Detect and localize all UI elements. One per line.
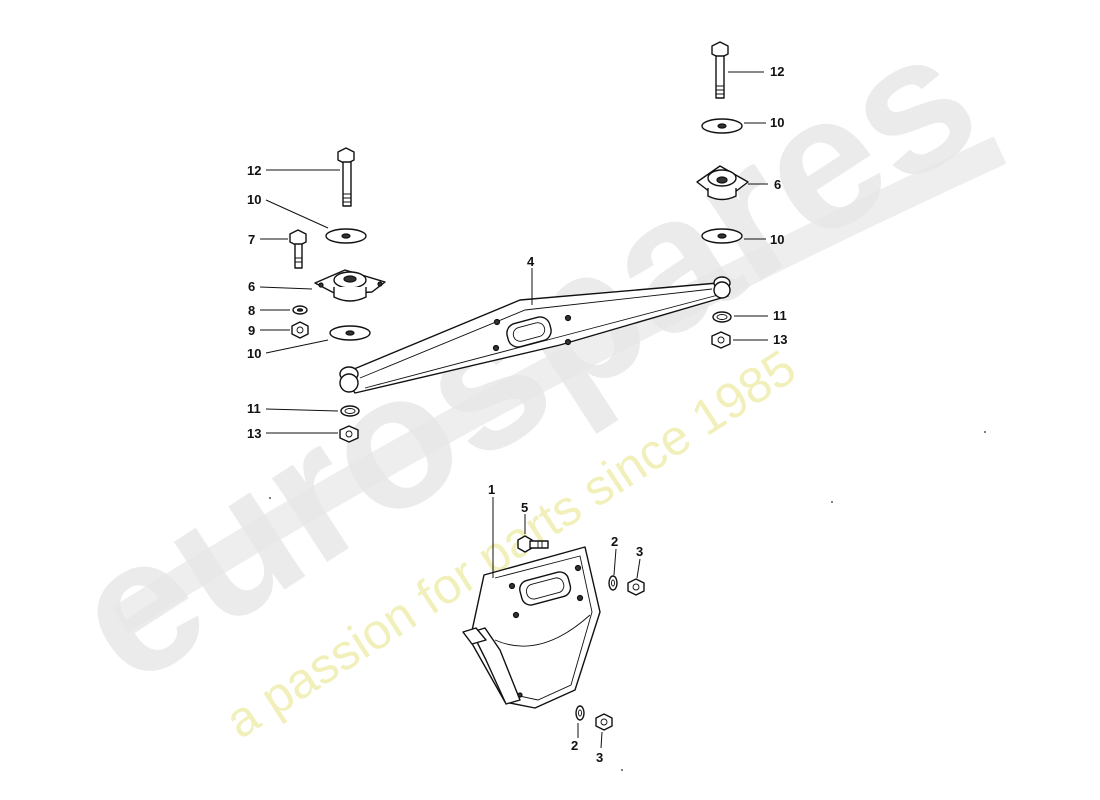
washer-2-lower <box>575 705 585 721</box>
bolt-5 <box>517 535 549 553</box>
callout-11-right: 11 <box>773 308 787 323</box>
bolt-12-right <box>711 41 729 99</box>
callout-1: 1 <box>488 482 495 497</box>
callout-10-right-bottom: 10 <box>770 232 784 247</box>
callout-4: 4 <box>527 254 535 269</box>
bracket-1 <box>462 546 601 709</box>
nut-13-right <box>711 331 731 349</box>
nut-3-lower <box>595 713 613 731</box>
watermark-swoosh <box>111 136 1007 633</box>
callout-11-left: 11 <box>247 401 261 416</box>
nut-3-upper <box>627 578 645 596</box>
callout-6-right: 6 <box>774 177 781 192</box>
washer-10-left-top <box>325 228 367 244</box>
washer-11-right <box>712 311 732 323</box>
mount-6-left <box>314 269 386 302</box>
callout-3-upper: 3 <box>636 544 643 559</box>
callout-10-left-bottom: 10 <box>247 346 261 361</box>
bolt-12-left <box>337 147 355 207</box>
callout-3-lower: 3 <box>596 750 603 765</box>
callout-7: 7 <box>248 232 255 247</box>
leader-lines <box>259 71 768 749</box>
callout-12-left: 12 <box>247 163 261 178</box>
washer-10-left-bottom <box>329 325 371 341</box>
washer-11-left <box>340 405 360 417</box>
callout-2-lower: 2 <box>571 738 578 753</box>
crossmember-4 <box>339 276 731 394</box>
callout-2-upper: 2 <box>611 534 618 549</box>
callout-10-left-top: 10 <box>247 192 261 207</box>
callout-9: 9 <box>248 323 255 338</box>
nut-13-left <box>339 425 359 443</box>
callout-13-right: 13 <box>773 332 787 347</box>
bolt-7 <box>289 229 307 269</box>
washer-2-upper <box>608 575 618 591</box>
callout-13-left: 13 <box>247 426 261 441</box>
nut-9 <box>291 321 309 339</box>
washer-10-right-bottom <box>701 228 743 244</box>
callout-labels: 12 10 7 6 8 9 10 11 13 4 12 10 6 10 11 1… <box>247 64 787 765</box>
mount-6-right <box>696 165 749 201</box>
print-specks <box>269 431 986 771</box>
callout-12-right: 12 <box>770 64 784 79</box>
callout-10-right-top: 10 <box>770 115 784 130</box>
washer-10-right-top <box>701 118 743 134</box>
washer-8 <box>292 305 308 315</box>
callout-5: 5 <box>521 500 528 515</box>
callout-6-left: 6 <box>248 279 255 294</box>
callout-8: 8 <box>248 303 255 318</box>
